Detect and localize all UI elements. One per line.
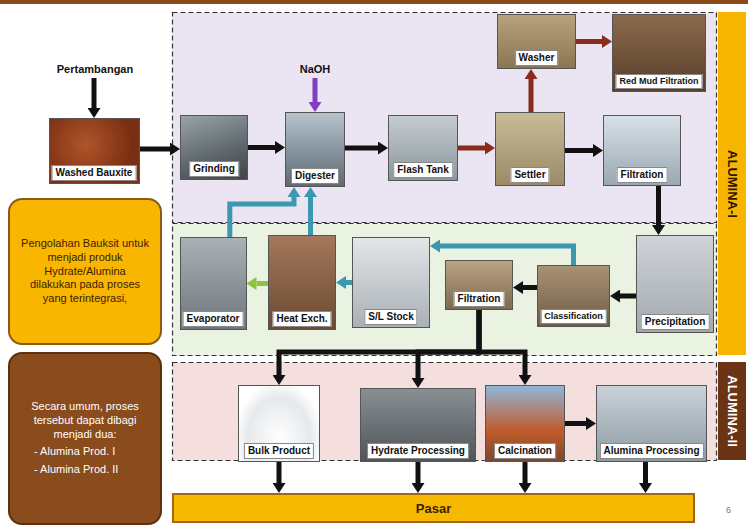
flow-arrow <box>656 186 661 225</box>
process-label: Alumina Processing <box>599 443 703 459</box>
flow-arrow <box>620 294 636 299</box>
market-bar: Pasar <box>172 493 695 523</box>
flow-arrow <box>523 462 528 483</box>
top-rule <box>0 0 748 4</box>
process-photo: Precipitation <box>636 235 714 333</box>
flow-arrow <box>277 462 282 483</box>
flow-arrow <box>313 78 318 102</box>
page-number: 6 <box>726 505 731 515</box>
product-photo: Calcination <box>485 385 565 462</box>
process-label: Filtration <box>454 291 505 307</box>
note-box: Pengolahan Bauksit untuk menjadi produk … <box>8 198 162 345</box>
flow-arrow <box>416 462 421 483</box>
note-box: Secara umum, proses tersebut dapat dibag… <box>8 352 162 525</box>
recycle-region <box>173 224 717 356</box>
process-label: Bulk Product <box>244 443 314 459</box>
process-photo: Filtration <box>445 260 513 310</box>
process-label: Hydrate Processing <box>367 443 469 459</box>
process-photo: Washer <box>497 14 576 69</box>
flow-arrow <box>92 78 97 108</box>
process-label: Classification <box>540 309 607 324</box>
flow-arrow <box>565 421 586 426</box>
flow-label: Pertambangan <box>57 63 133 75</box>
process-photo: Settler <box>495 112 565 186</box>
process-label: Settler <box>510 167 549 183</box>
process-photo: Grinding <box>180 115 248 180</box>
process-label: Flash Tank <box>393 162 453 178</box>
product-photo: Alumina Processing <box>596 385 707 462</box>
flow-arrow <box>458 146 485 151</box>
process-label: Filtration <box>617 167 668 183</box>
note-text: Secara umum, proses tersebut dapat dibag… <box>20 400 150 441</box>
section-bar: ALUMINA-II <box>718 362 746 460</box>
process-label: Heat Exch. <box>272 311 331 327</box>
flow-arrow <box>565 148 593 153</box>
flow-arrow <box>479 310 525 375</box>
process-label: Calcination <box>494 443 556 459</box>
flow-arrow <box>248 145 275 150</box>
process-photo: Evaporator <box>180 237 247 330</box>
flow-arrow <box>523 285 537 290</box>
process-label: Washed Bauxite <box>52 165 137 181</box>
process-photo: Filtration <box>603 115 681 186</box>
market-label: Pasar <box>416 501 451 516</box>
process-label: S/L Stock <box>364 309 417 325</box>
alumina-one-region <box>173 13 717 223</box>
flow-arrow <box>308 197 313 235</box>
process-label: Red Mud Filtration <box>616 74 703 89</box>
process-photo: Classification <box>537 265 610 327</box>
section-title: ALUMINA-II <box>725 375 740 447</box>
flow-arrow <box>257 281 269 286</box>
flow-arrow <box>529 79 534 112</box>
process-label: Digester <box>291 168 339 184</box>
reagent-label: NaOH <box>290 60 340 78</box>
flow-arrow <box>576 39 602 44</box>
flow-arrow <box>345 146 378 151</box>
process-photo: Red Mud Filtration <box>612 14 706 92</box>
process-photo: Heat Exch. <box>268 235 336 330</box>
process-photo: Flash Tank <box>388 115 458 181</box>
process-label: Grinding <box>189 161 239 177</box>
list-item: - Alumina Prod. I <box>20 445 150 459</box>
section-title: ALUMINA-I <box>725 150 740 218</box>
process-label: Precipitation <box>641 314 710 330</box>
process-label: Evaporator <box>183 311 244 327</box>
section-bar: ALUMINA-I <box>718 12 746 355</box>
process-label: Washer <box>515 50 559 66</box>
flow-arrow <box>643 462 648 483</box>
bauxite-photo: Washed Bauxite <box>49 118 140 184</box>
product-photo: Hydrate Processing <box>360 388 476 462</box>
process-photo: S/L Stock <box>352 237 430 328</box>
note-text: Pengolahan Bauksit untuk menjadi produk … <box>20 237 150 306</box>
process-photo: Digester <box>285 112 345 187</box>
list-item: - Alumina Prod. II <box>20 463 150 477</box>
flow-label: NaOH <box>300 63 331 75</box>
flow-arrow <box>230 197 294 237</box>
flow-arrow <box>140 147 171 152</box>
source-label: Pertambangan <box>45 60 145 78</box>
product-photo: Bulk Product <box>238 385 320 462</box>
